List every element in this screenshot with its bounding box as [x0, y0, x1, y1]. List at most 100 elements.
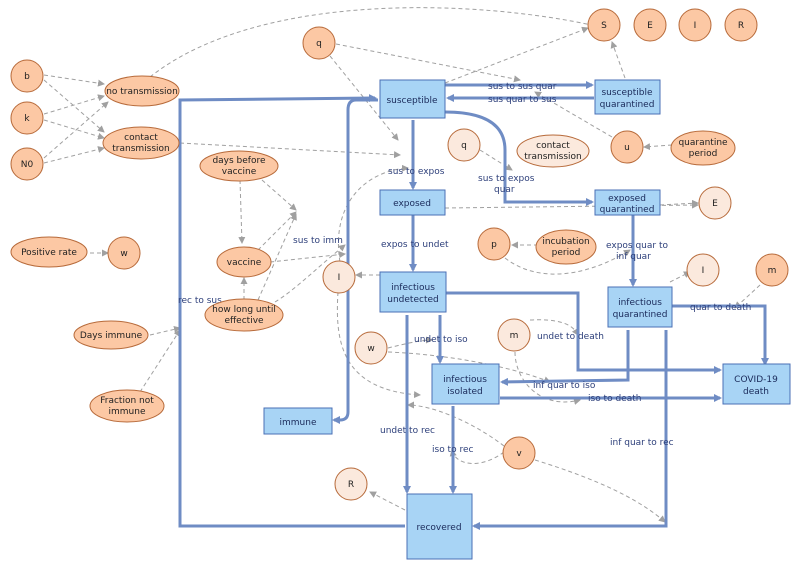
var-seir-e[interactable]: E	[633, 8, 667, 42]
var-days-immune[interactable]: Days immune	[73, 320, 149, 350]
var-b[interactable]: b	[10, 59, 44, 93]
ghost-label-line2: transmission	[524, 152, 582, 162]
stock-covid-death[interactable]: COVID-19 death	[722, 363, 791, 405]
var-label: p	[491, 240, 497, 250]
var-label: I	[694, 21, 697, 31]
stock-label-line2: isolated	[447, 387, 483, 397]
stock-label-line1: infectious	[618, 298, 662, 308]
var-label: Days immune	[80, 331, 143, 341]
stock-label-line1: exposed	[608, 194, 646, 204]
var-no-transmission[interactable]: no transmission	[104, 75, 180, 107]
var-seir-r[interactable]: R	[724, 8, 758, 42]
stock-recovered[interactable]: recovered	[406, 493, 473, 560]
flow-label-inf-quar-to-rec: inf quar to rec	[610, 438, 674, 448]
flow-label-expos-quar-to-inf-quar-2: inf quar	[616, 252, 651, 262]
ghost-i-right[interactable]: I	[686, 253, 720, 287]
link-ghost-i-undet-to-iso	[336, 291, 421, 399]
var-w[interactable]: w	[107, 236, 141, 270]
ghost-i-left[interactable]: I	[322, 260, 356, 294]
flow-label-iso-to-death: iso to death	[588, 394, 641, 404]
ghost-label: I	[338, 273, 341, 283]
flow-inf-quar-to-rec	[472, 330, 668, 530]
ghost-w[interactable]: w	[354, 331, 388, 365]
stock-exposed-quarantined[interactable]: exposed quarantined	[594, 189, 661, 216]
link-u-sus-quar	[534, 91, 613, 138]
var-seir-i[interactable]: I	[678, 8, 712, 42]
var-p[interactable]: p	[477, 227, 511, 261]
var-fraction-not-immune[interactable]: Fraction not immune	[89, 389, 165, 423]
var-m-right[interactable]: m	[755, 253, 789, 287]
var-k[interactable]: k	[10, 101, 44, 135]
var-label-line2: vaccine	[222, 167, 257, 177]
var-label-line1: Fraction not	[100, 396, 154, 406]
var-contact-transmission[interactable]: contact transmission	[102, 126, 180, 160]
stock-infectious-isolated[interactable]: infectious isolated	[431, 363, 500, 405]
stock-label-line1: infectious	[391, 283, 435, 293]
stock-label: recovered	[416, 523, 461, 533]
flow-label-sus-to-expos-quar-1: sus to expos	[478, 174, 535, 184]
var-label: q	[316, 39, 322, 49]
stock-susceptible-quarantined[interactable]: susceptible quarantined	[594, 79, 661, 115]
link-contact-transmission-sus-to-expos	[179, 142, 401, 159]
stock-infectious-undetected[interactable]: infectious undetected	[379, 271, 447, 313]
stock-label-line2: undetected	[387, 295, 438, 305]
link-vaccine-hub	[257, 211, 297, 251]
var-days-before-vaccine[interactable]: days before vaccine	[199, 150, 279, 182]
ghost-label-line1: contact	[536, 141, 570, 151]
flow-label-undet-to-iso: undet to iso	[414, 335, 468, 345]
var-label: S	[601, 21, 607, 31]
ghost-q[interactable]: q	[447, 128, 481, 162]
link-quarantine-period-u	[643, 143, 673, 151]
link-ghost-w-inf-quar-to-iso	[387, 351, 551, 384]
stock-infectious-quarantined[interactable]: infectious quarantined	[607, 286, 673, 328]
stock-susceptible[interactable]: susceptible	[379, 79, 446, 119]
stock-label: immune	[280, 418, 317, 428]
flow-quar-to-death	[672, 304, 769, 366]
var-label: b	[24, 72, 30, 82]
var-vaccine[interactable]: vaccine	[216, 246, 272, 278]
flow-sus-to-imm	[332, 98, 378, 424]
flow-label-expos-to-undet: expos to undet	[381, 240, 449, 250]
stock-label-line2: quarantined	[600, 100, 655, 110]
stock-label: susceptible	[386, 96, 438, 106]
link-days-before-vaccine-vaccine	[238, 179, 246, 244]
ghost-r[interactable]: R	[334, 467, 368, 501]
flow-labels: sus to sus quar sus quar to sus sus to e…	[178, 82, 751, 455]
stock-label-line1: susceptible	[601, 88, 653, 98]
var-label-line2: period	[552, 248, 581, 258]
link-expos-quar-e	[659, 199, 699, 207]
flow-label-undet-to-rec: undet to rec	[380, 426, 435, 436]
ghost-e[interactable]: E	[698, 186, 732, 220]
link-b-contact-transmission	[43, 79, 105, 133]
link-sus-quar-s	[610, 41, 626, 79]
link-ghost-q-sus-to-expos-quar	[479, 149, 513, 171]
var-label: R	[738, 21, 744, 31]
var-u[interactable]: u	[610, 130, 644, 164]
stock-label-line1: COVID-19	[734, 375, 778, 385]
ghost-label: R	[348, 480, 354, 490]
flow-label-sus-to-expos: sus to expos	[388, 167, 445, 177]
var-incubation-period[interactable]: incubation period	[535, 229, 597, 265]
var-label-line1: incubation	[542, 237, 589, 247]
ghost-m[interactable]: m	[497, 318, 531, 352]
var-positive-rate[interactable]: Positive rate	[10, 236, 88, 268]
flow-label-iso-to-rec: iso to rec	[432, 445, 473, 455]
var-label-line1: days before	[212, 156, 266, 166]
link-k-contact-transmission	[43, 119, 105, 140]
var-quarantine-period[interactable]: quarantine period	[670, 130, 736, 166]
flow-label-expos-quar-to-inf-quar-1: expos quar to	[606, 241, 668, 251]
link-q-top-sus-quar	[335, 43, 521, 83]
var-q-top[interactable]: q	[302, 26, 336, 60]
var-how-long-until-effective[interactable]: how long until effective	[204, 298, 284, 332]
stock-immune[interactable]: immune	[263, 407, 333, 435]
ghost-contact-transmission[interactable]: contact transmission	[516, 134, 590, 168]
var-n0[interactable]: N0	[10, 147, 44, 181]
material-flows	[178, 81, 769, 530]
var-v[interactable]: v	[502, 436, 536, 470]
var-label: m	[768, 266, 777, 276]
var-label-line1: how long until	[212, 305, 276, 315]
var-label: Positive rate	[21, 248, 77, 258]
flow-label-rec-to-sus: rec to sus	[178, 296, 222, 306]
var-seir-s[interactable]: S	[587, 8, 621, 42]
stock-exposed[interactable]: exposed	[379, 189, 446, 216]
